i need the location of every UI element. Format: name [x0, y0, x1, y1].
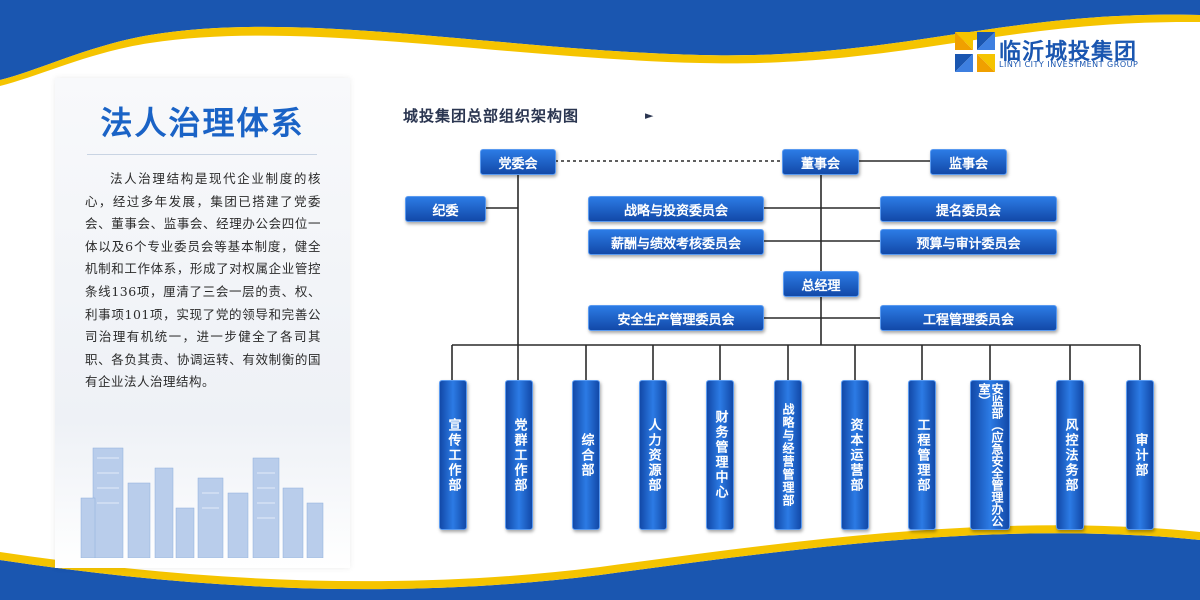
department-box: 安监部（应急安全管理办公室） — [970, 380, 1010, 530]
department-box: 战略与经营管理部 — [774, 380, 802, 530]
department-box: 财务管理中心 — [706, 380, 734, 530]
strategy-investment-committee-box: 战略与投资委员会 — [588, 196, 764, 222]
governance-panel: 法人治理体系 法人治理结构是现代企业制度的核心，经过多年发展，集团已搭建了党委会… — [55, 78, 350, 568]
panel-divider — [87, 154, 317, 155]
org-chart-title: 城投集团总部组织架构图 — [403, 107, 580, 125]
brand-name: 临沂城投集团 — [999, 40, 1138, 65]
department-label: 战略与经营管理部 — [781, 403, 795, 507]
city-skyline-illustration — [80, 447, 324, 558]
discipline-committee-box: 纪委 — [405, 196, 486, 222]
logo-mark-icon — [955, 32, 995, 72]
department-label: 风控法务部 — [1062, 417, 1078, 493]
department-label: 审计部 — [1132, 432, 1148, 478]
nomination-committee-box: 提名委员会 — [880, 196, 1057, 222]
general-manager-box: 总经理 — [783, 271, 859, 297]
department-box: 宣传工作部 — [439, 380, 467, 530]
brand-logo: 临沂城投集团 LINYI CITY INVESTMENT GROUP — [955, 32, 1165, 72]
party-committee-box: 党委会 — [480, 149, 556, 175]
board-of-directors-box: 董事会 — [782, 149, 859, 175]
department-label: 党群工作部 — [511, 417, 527, 493]
department-box: 人力资源部 — [639, 380, 667, 530]
department-label: 人力资源部 — [645, 417, 661, 493]
title-arrow-icon: ► — [645, 109, 654, 122]
department-label: 安监部（应急安全管理办公室） — [977, 383, 1004, 527]
compensation-committee-box: 薪酬与绩效考核委员会 — [588, 229, 764, 255]
department-box: 资本运营部 — [841, 380, 869, 530]
supervisory-board-box: 监事会 — [930, 149, 1007, 175]
panel-title: 法人治理体系 — [100, 104, 305, 142]
department-label: 财务管理中心 — [712, 410, 728, 500]
department-box: 风控法务部 — [1056, 380, 1084, 530]
department-label: 综合部 — [578, 432, 594, 478]
safety-production-committee-box: 安全生产管理委员会 — [588, 305, 764, 331]
department-label: 宣传工作部 — [445, 417, 461, 493]
engineering-management-committee-box: 工程管理委员会 — [880, 305, 1057, 331]
department-label: 资本运营部 — [847, 417, 863, 493]
department-box: 综合部 — [572, 380, 600, 530]
department-box: 工程管理部 — [908, 380, 936, 530]
budget-audit-committee-box: 预算与审计委员会 — [880, 229, 1057, 255]
brand-subtitle: LINYI CITY INVESTMENT GROUP — [999, 60, 1139, 69]
panel-body-text: 法人治理结构是现代企业制度的核心，经过多年发展，集团已搭建了党委会、董事会、监事… — [85, 171, 321, 390]
department-label: 工程管理部 — [914, 417, 930, 493]
department-box: 审计部 — [1126, 380, 1154, 530]
department-box: 党群工作部 — [505, 380, 533, 530]
